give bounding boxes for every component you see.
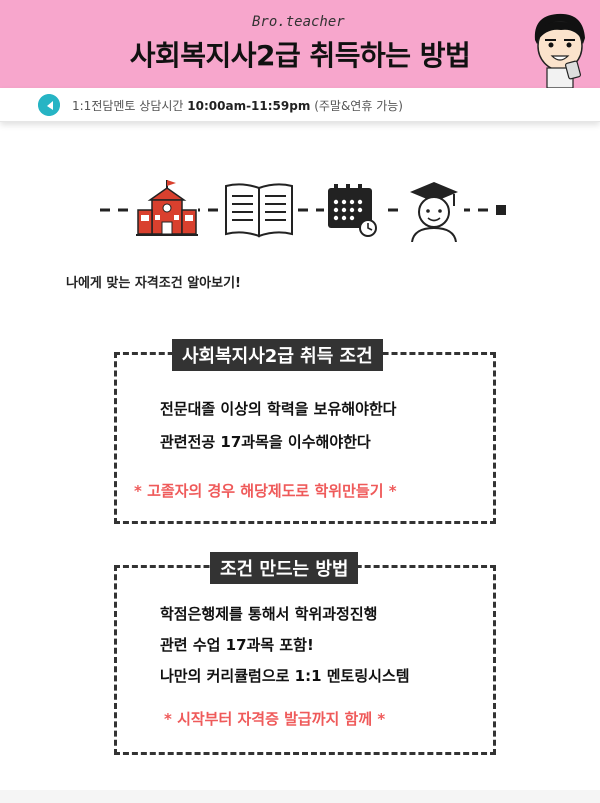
condition-box-title: 사회복지사2급 취득 조건: [172, 339, 383, 371]
process-icons: [100, 178, 506, 242]
brand-text: Bro.teacher: [252, 14, 345, 30]
method-box-title: 조건 만드는 방법: [210, 552, 359, 584]
method-line-3: 나만의 커리큘럼으로 1:1 멘토링시스템: [160, 667, 410, 685]
condition-note: * 고졸자의 경우 해당제도로 학위만들기 *: [134, 482, 397, 500]
book-icon: [222, 180, 298, 240]
method-line-2: 관련 수업 17과목 포함!: [160, 636, 314, 654]
method-note: * 시작부터 자격증 발급까지 함께 *: [164, 710, 386, 728]
condition-line-1: 전문대졸 이상의 학력을 보유해야한다: [160, 400, 397, 418]
consult-note: (주말&연휴 가능): [314, 99, 403, 113]
consult-info-bar: 1:1전담멘토 상담시간 10:00am-11:59pm (주말&연휴 가능): [0, 88, 600, 122]
consult-hours: 10:00am-11:59pm: [187, 99, 311, 113]
page-header: Bro.teacher 사회복지사2급 취득하는 방법: [0, 0, 600, 88]
intro-text: 나에게 맞는 자격조건 알아보기!: [66, 276, 241, 291]
consult-prefix: 1:1전담멘토 상담시간: [72, 99, 184, 113]
school-icon: [136, 178, 198, 242]
footer-strip: [0, 790, 600, 803]
dashed-connector: [100, 205, 506, 215]
condition-line-2: 관련전공 17과목을 이수해야한다: [160, 433, 371, 451]
page-title: 사회복지사2급 취득하는 방법: [129, 39, 471, 72]
calendar-icon: [324, 182, 380, 240]
teacher-avatar-icon: [534, 13, 585, 88]
megaphone-icon: [38, 94, 60, 116]
method-line-1: 학점은행제를 통해서 학위과정진행: [160, 605, 378, 623]
consult-hours-text: 1:1전담멘토 상담시간 10:00am-11:59pm (주말&연휴 가능): [72, 97, 403, 114]
graduate-icon: [404, 178, 464, 242]
